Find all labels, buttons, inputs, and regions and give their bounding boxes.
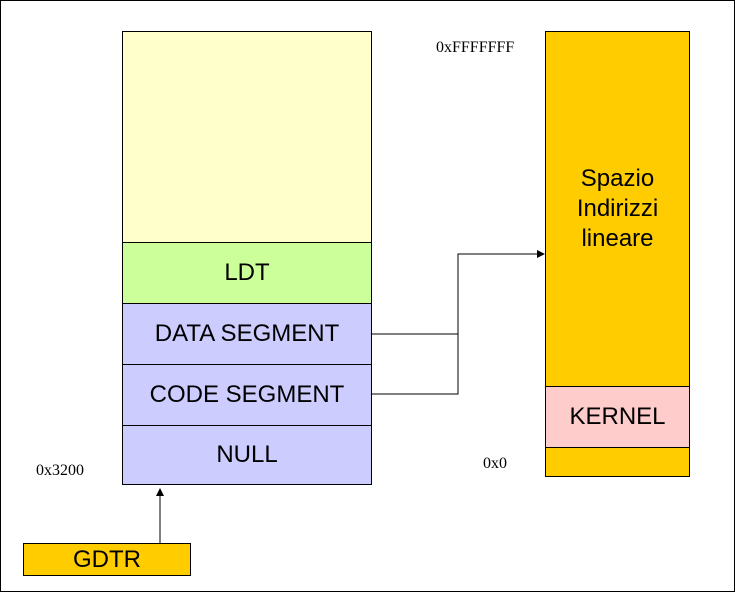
linear-address-space: Spazio Indirizzi lineare — [545, 31, 690, 387]
linear-space-bottom-strip — [545, 447, 690, 477]
gdt-code-segment-entry: CODE SEGMENT — [122, 364, 372, 426]
gdtr-register: GDTR — [23, 543, 191, 576]
code-segment-arrow — [372, 254, 459, 395]
gdt-ldt-entry: LDT — [122, 242, 372, 304]
gdt-base-address: 0x3200 — [36, 462, 84, 479]
gdt-null-entry: NULL — [122, 425, 372, 485]
linear-bottom-address: 0x0 — [483, 455, 507, 472]
linear-space-label-line-2: Indirizzi — [576, 195, 659, 222]
linear-space-label-line-3: lineare — [581, 225, 654, 252]
gdt-data-segment-entry: DATA SEGMENT — [122, 303, 372, 365]
linear-top-address: 0xFFFFFFF — [436, 39, 515, 56]
kernel-region: KERNEL — [545, 386, 690, 448]
linear-space-label-line-1: Spazio — [580, 165, 655, 192]
